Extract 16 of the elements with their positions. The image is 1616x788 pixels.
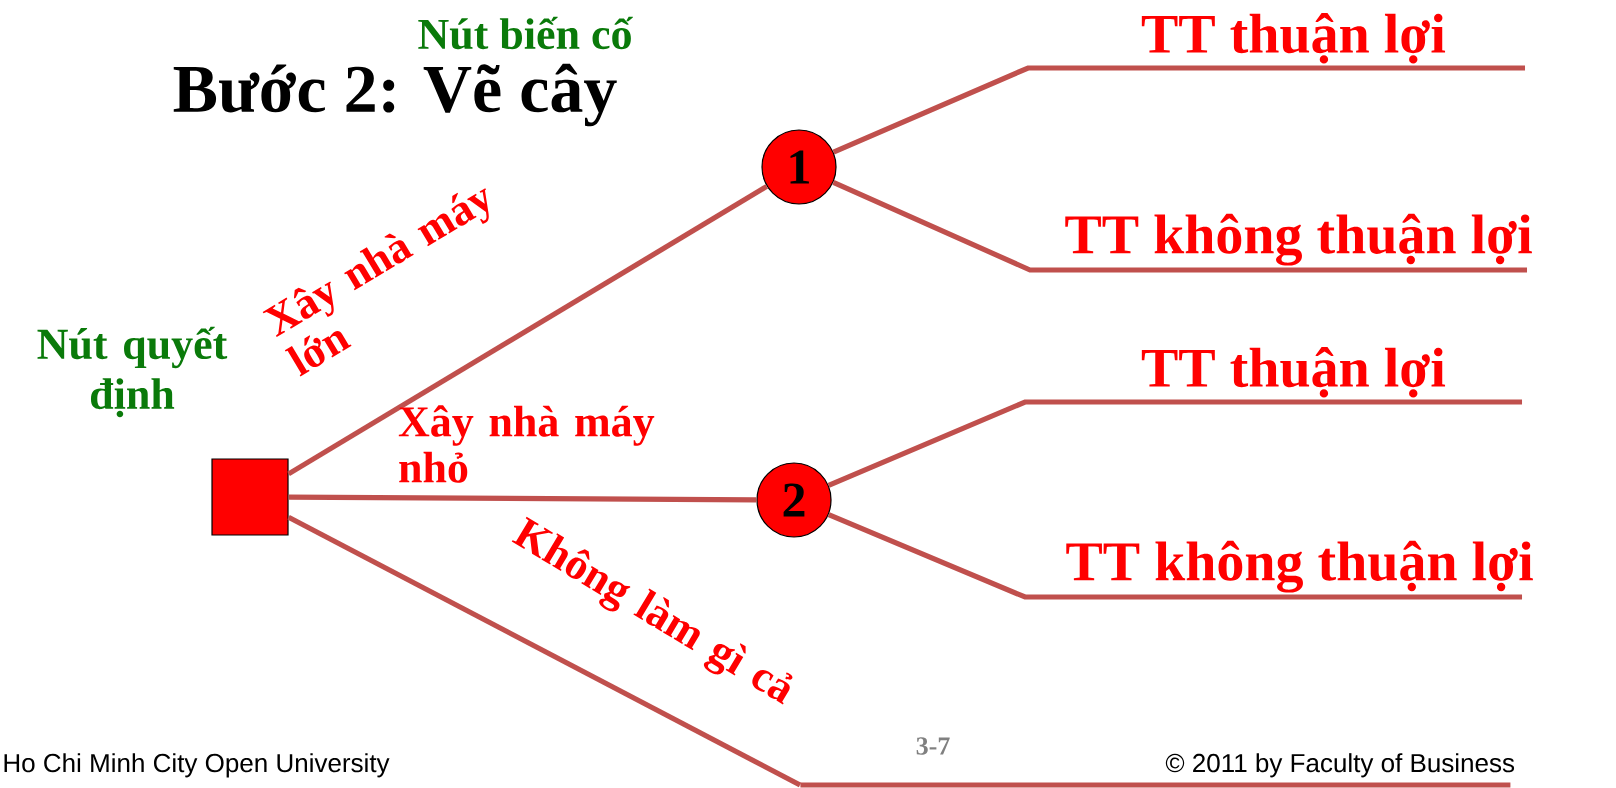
- outcome-label: TT không thuận lợi: [1065, 213, 1532, 266]
- branch-line: [827, 399, 1522, 488]
- branch-line: [287, 184, 769, 477]
- edge-label: Xây nhà máy nhỏ: [398, 405, 655, 483]
- decision-square: [211, 458, 289, 536]
- outcome-label: TT không thuận lợi: [1066, 540, 1533, 593]
- outcome-label: TT thuận lợi: [1141, 13, 1446, 64]
- page-number: 3-7: [916, 737, 950, 755]
- branch-line: [827, 512, 1522, 600]
- branch-line: [287, 514, 802, 788]
- branch-line: [832, 179, 1527, 273]
- title: Bước 2: Vẽ cây: [173, 63, 617, 127]
- footer-text: Ho Chi Minh City Open University: [4, 753, 390, 778]
- branch-line: [288, 494, 757, 503]
- branch-line: [832, 65, 1525, 155]
- outcome-label: TT thuận lợi: [1141, 347, 1446, 398]
